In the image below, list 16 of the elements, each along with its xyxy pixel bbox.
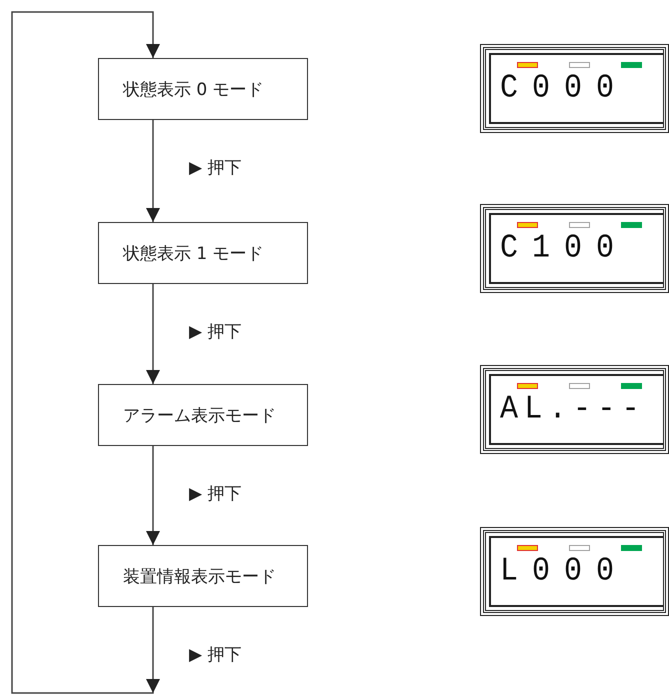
mode-name: 装置情報表示モード	[123, 566, 276, 588]
mode-box	[98, 58, 308, 120]
mode-box	[98, 545, 308, 607]
display-readout: C100	[500, 230, 628, 268]
mode-name: 状態表示 1 モード	[123, 242, 264, 264]
display-readout: AL.---	[500, 391, 646, 429]
mode-box	[98, 384, 308, 446]
display-readout: C000	[500, 70, 628, 108]
mode-name: アラーム表示モード	[123, 404, 276, 426]
mode-name: 状態表示 0 モード	[123, 78, 264, 100]
display-panel	[483, 530, 666, 613]
mode-box	[98, 222, 308, 284]
display-panel	[483, 207, 666, 290]
display-panel	[483, 368, 666, 451]
display-readout: L000	[500, 553, 628, 591]
display-panel	[483, 47, 666, 130]
